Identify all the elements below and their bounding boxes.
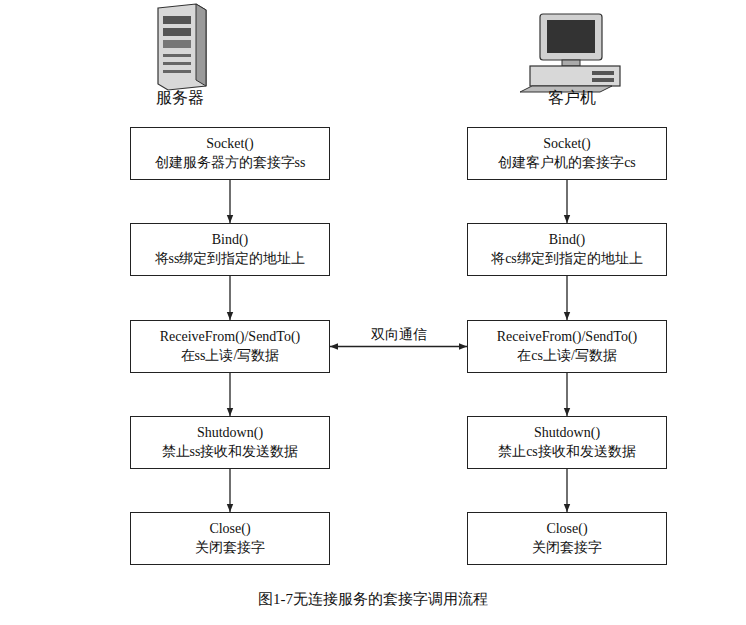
flow-arrow <box>229 373 230 416</box>
machine-label: 服务器 <box>156 88 204 109</box>
process-box: Close()关闭套接字 <box>130 512 330 565</box>
server-bay <box>163 40 191 48</box>
function-name: Shutdown() <box>197 424 263 443</box>
step-description: 将cs绑定到指定的地址上 <box>491 250 643 269</box>
bidirectional-arrow <box>330 346 467 347</box>
step-description: 禁止cs接收和发送数据 <box>498 443 636 462</box>
server-slot <box>163 54 191 57</box>
flow-arrow <box>229 180 230 223</box>
monitor-screen <box>547 20 595 53</box>
desktop-case <box>530 66 620 86</box>
server-side <box>196 4 206 86</box>
function-name: Bind() <box>212 231 249 250</box>
machine-label: 客户机 <box>548 88 596 109</box>
flow-arrow <box>566 469 567 512</box>
function-name: ReceiveFrom()/SendTo() <box>497 328 638 347</box>
step-description: 创建服务器方的套接字ss <box>155 154 306 173</box>
function-name: Close() <box>546 520 587 539</box>
step-description: 关闭套接字 <box>195 539 265 558</box>
flow-arrow <box>566 373 567 416</box>
figure-caption: 图1-7无连接服务的套接字调用流程 <box>0 590 746 609</box>
step-description: 将ss绑定到指定的地址上 <box>155 250 306 269</box>
monitor-case <box>540 14 602 60</box>
process-box: Socket()创建客户机的套接字cs <box>467 127 667 180</box>
flow-arrow <box>566 180 567 223</box>
drive-slot <box>592 71 614 75</box>
step-description: 创建客户机的套接字cs <box>498 154 636 173</box>
step-description: 关闭套接字 <box>532 539 602 558</box>
process-box: Bind()将cs绑定到指定的地址上 <box>467 223 667 276</box>
function-name: Close() <box>209 520 250 539</box>
function-name: Shutdown() <box>534 424 600 443</box>
function-name: Bind() <box>549 231 586 250</box>
process-box: Bind()将ss绑定到指定的地址上 <box>130 223 330 276</box>
server-bay <box>163 16 191 24</box>
flow-arrow <box>229 469 230 512</box>
process-box: Shutdown()禁止ss接收和发送数据 <box>130 416 330 469</box>
server-slot <box>163 70 191 73</box>
computer-icon <box>520 14 620 92</box>
drive-slot <box>592 78 614 82</box>
process-box: ReceiveFrom()/SendTo()在cs上读/写数据 <box>467 320 667 373</box>
server-slot <box>163 62 191 65</box>
edge-label: 双向通信 <box>368 326 430 344</box>
step-description: 在ss上读/写数据 <box>181 347 280 366</box>
function-name: Socket() <box>543 135 590 154</box>
monitor-stand <box>562 60 580 66</box>
function-name: Socket() <box>206 135 253 154</box>
flow-arrow <box>566 276 567 320</box>
flow-arrow <box>229 276 230 320</box>
server-bay <box>163 28 191 36</box>
server-icon <box>158 4 206 90</box>
step-description: 在cs上读/写数据 <box>517 347 617 366</box>
process-box: Shutdown()禁止cs接收和发送数据 <box>467 416 667 469</box>
process-box: Socket()创建服务器方的套接字ss <box>130 127 330 180</box>
step-description: 禁止ss接收和发送数据 <box>162 443 299 462</box>
function-name: ReceiveFrom()/SendTo() <box>160 328 301 347</box>
server-body <box>158 4 206 90</box>
process-box: Close()关闭套接字 <box>467 512 667 565</box>
process-box: ReceiveFrom()/SendTo()在ss上读/写数据 <box>130 320 330 373</box>
